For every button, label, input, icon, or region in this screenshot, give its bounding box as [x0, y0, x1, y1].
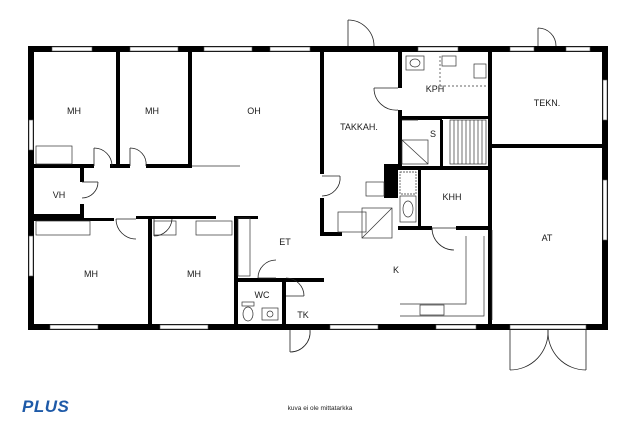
exterior-walls	[28, 46, 608, 330]
fixtures	[35, 55, 493, 322]
room-label-mh-4: MH	[187, 269, 201, 279]
plus-logo: PLUS	[22, 397, 70, 416]
room-label-wc: WC	[255, 290, 270, 300]
room-label-takkah: TAKKAH.	[340, 122, 378, 132]
room-labels: MH MH OH TAKKAH. KPH TEKN. S VH ET KHH A…	[53, 84, 561, 320]
room-label-at: AT	[542, 233, 553, 243]
room-label-mh-2: MH	[145, 106, 159, 116]
room-label-mh-1: MH	[67, 106, 81, 116]
room-label-k: K	[393, 265, 399, 275]
scale-disclaimer: kuva ei ole mittatarkka	[287, 405, 353, 412]
room-label-kph: KPH	[426, 84, 445, 94]
room-label-tekn: TEKN.	[534, 98, 561, 108]
room-label-tk: TK	[297, 310, 309, 320]
room-label-et: ET	[279, 237, 291, 247]
room-label-oh: OH	[247, 106, 261, 116]
interior-walls	[34, 52, 602, 328]
room-label-mh-3: MH	[84, 269, 98, 279]
room-label-vh: VH	[53, 190, 66, 200]
doors	[81, 19, 587, 371]
room-label-khh: KHH	[442, 192, 461, 202]
window-gaps	[28, 46, 608, 330]
room-label-s: S	[430, 129, 436, 139]
